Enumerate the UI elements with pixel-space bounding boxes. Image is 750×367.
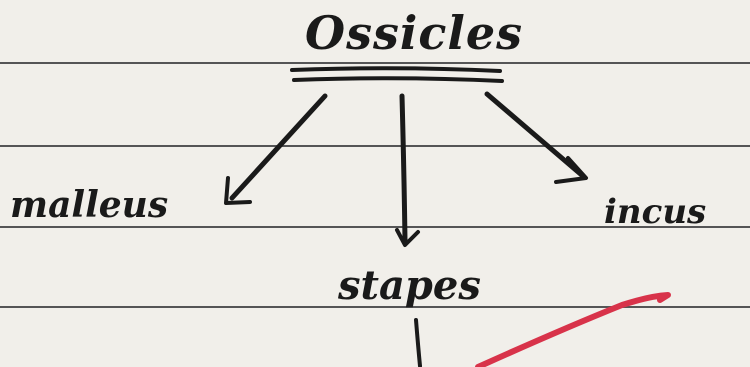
ruled-line [0, 145, 750, 147]
ink-stroke [414, 318, 422, 367]
label-stapes: stapes [338, 262, 481, 309]
label-malleus: malleus [10, 184, 169, 226]
ruled-line [0, 226, 750, 228]
label-incus: incus [604, 192, 707, 232]
ruled-line [0, 62, 750, 64]
arrow-to-incus [484, 91, 587, 180]
arrow-to-stapes [399, 93, 408, 243]
ruled-line [0, 306, 750, 308]
arrow-head-malleus [224, 176, 252, 205]
title-underline [292, 76, 504, 83]
title-underline [290, 66, 502, 73]
arrow-head-incus [554, 156, 588, 184]
diagram-title: Ossicles [305, 6, 523, 60]
arrow-head-stapes [395, 228, 420, 247]
arrow-to-malleus [229, 93, 328, 201]
red-pen-mark [475, 292, 671, 367]
